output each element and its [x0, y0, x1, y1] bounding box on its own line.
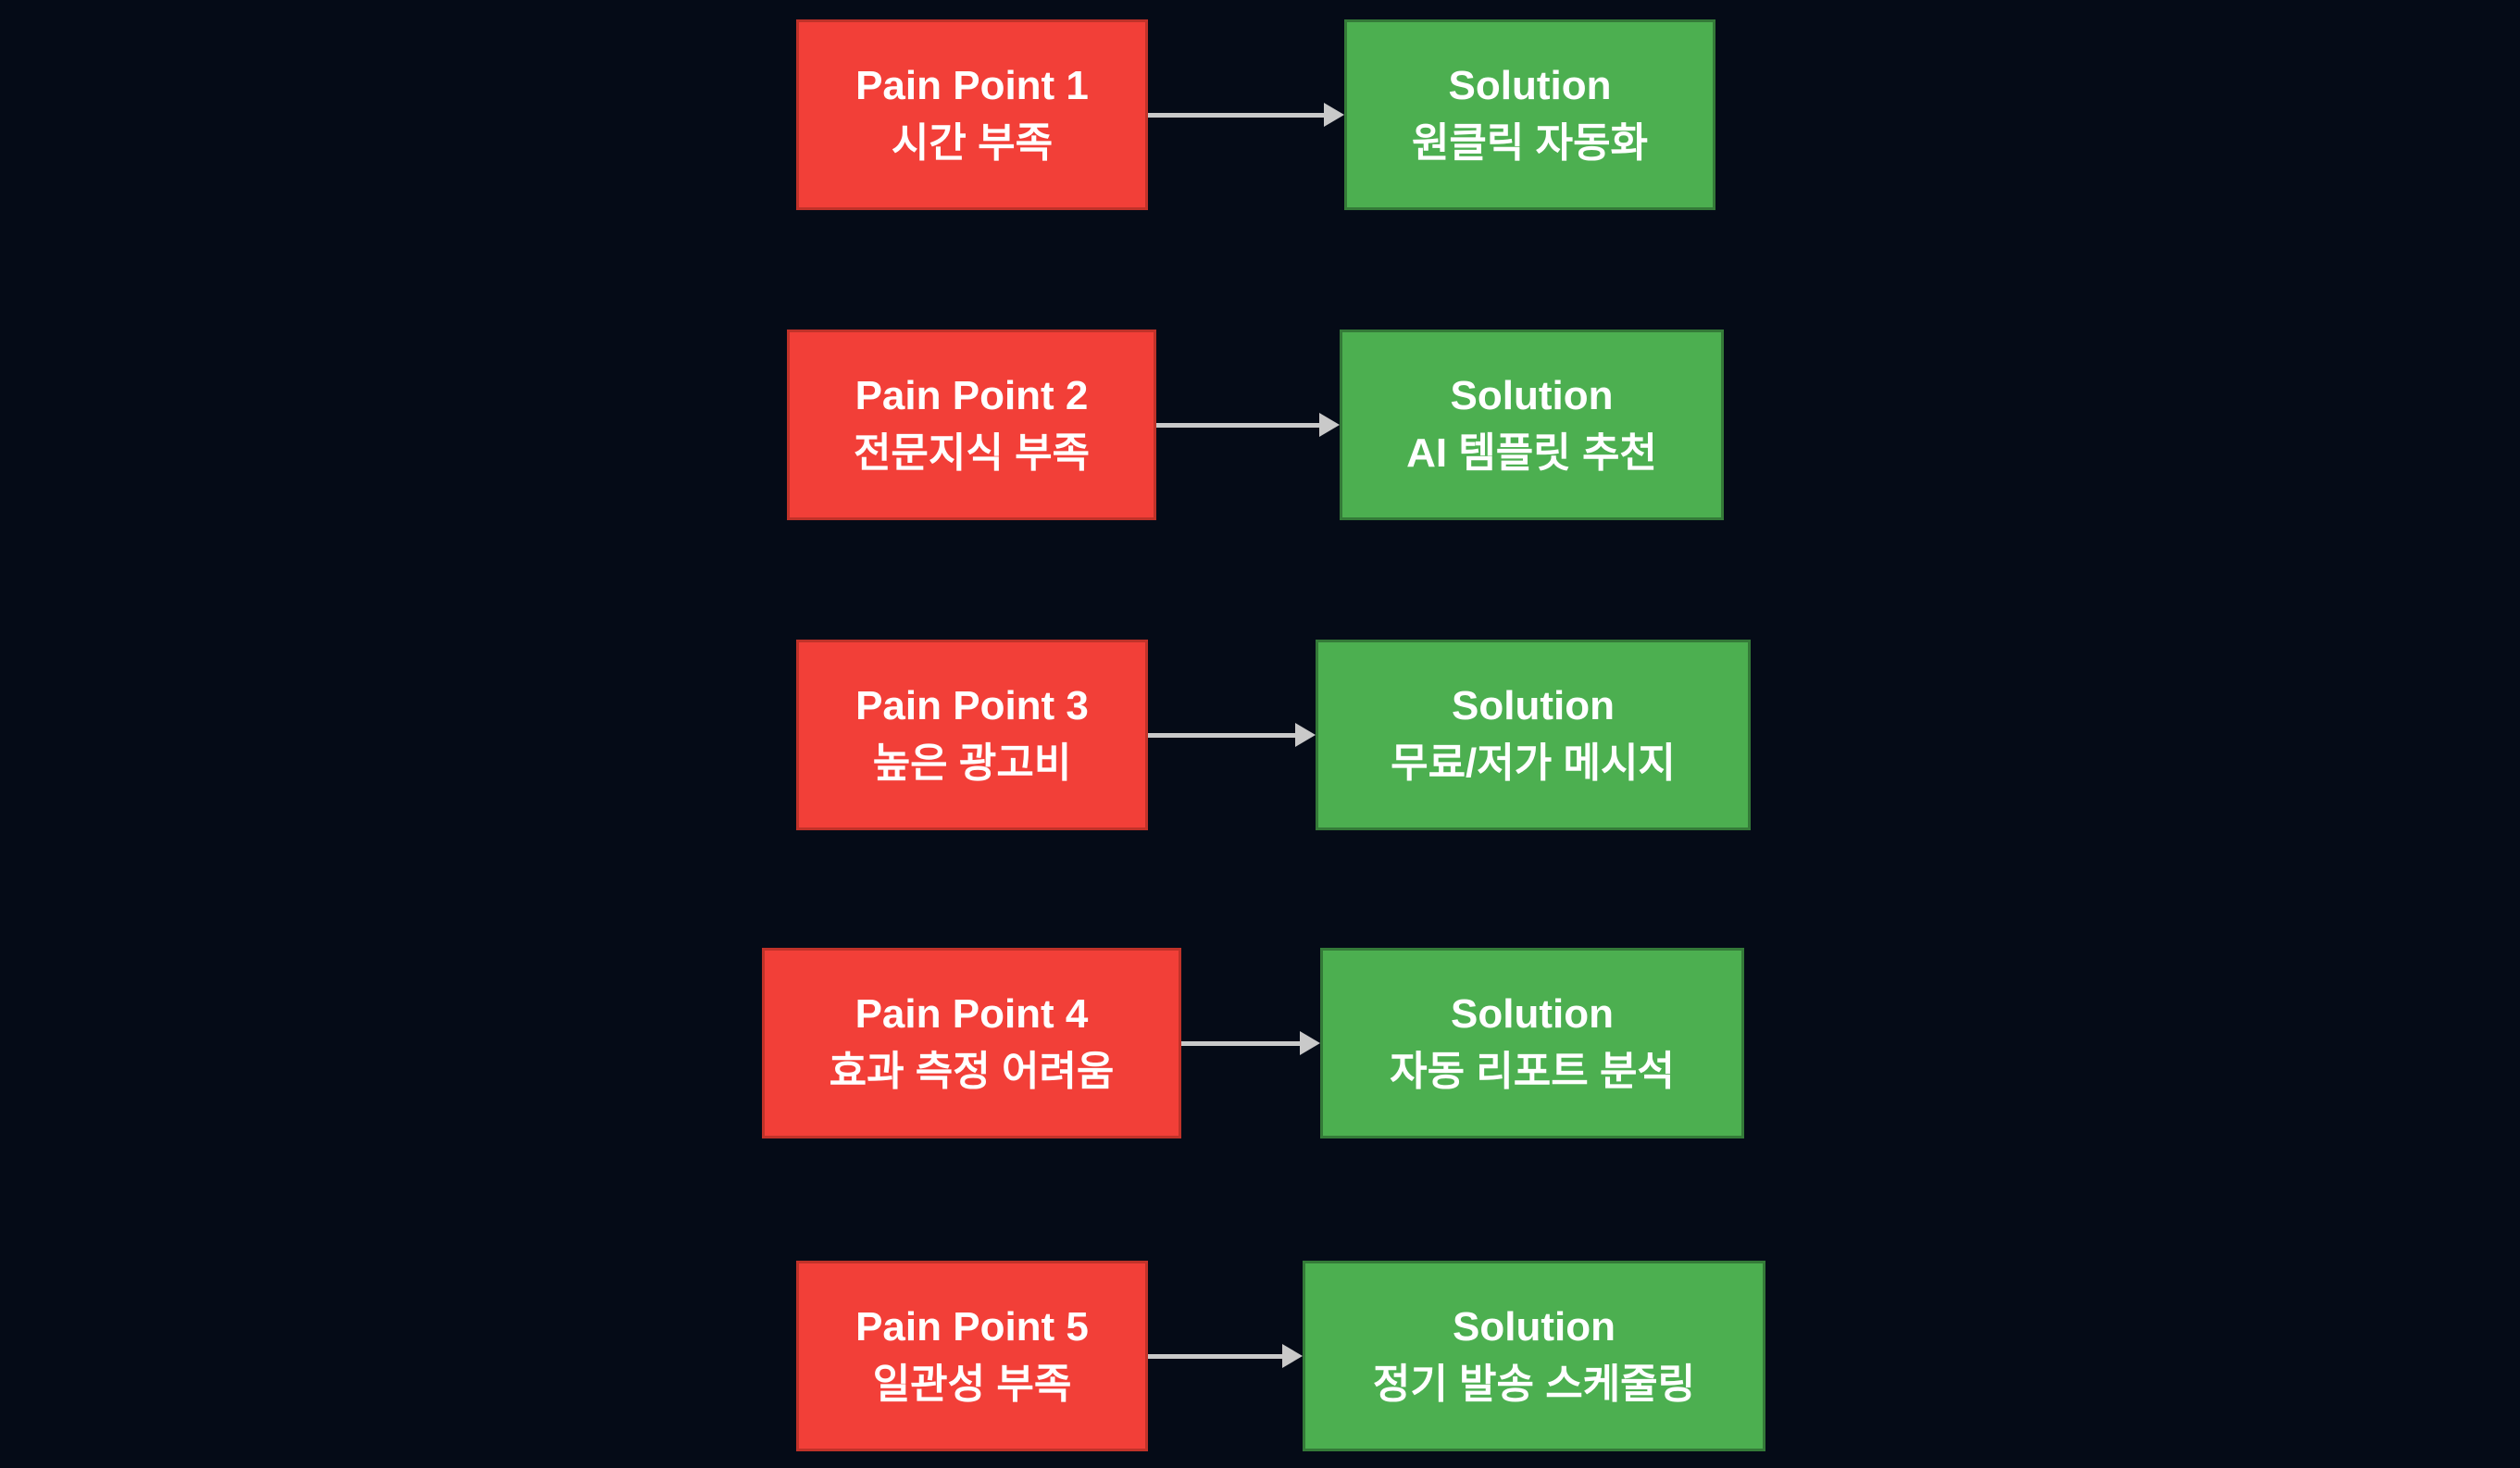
solution-subtitle: 무료/저가 메시지	[1391, 740, 1676, 786]
pain-point-box-1: Pain Point 1 시간 부족	[796, 19, 1148, 210]
pain-point-title: Pain Point 5	[855, 1304, 1089, 1350]
pain-point-subtitle: 시간 부족	[891, 120, 1054, 166]
solution-title: Solution	[1453, 1304, 1616, 1350]
solution-box-1: Solution 원클릭 자동화	[1344, 19, 1715, 210]
pain-point-box-2: Pain Point 2 전문지식 부족	[787, 330, 1156, 520]
solution-box-3: Solution 무료/저가 메시지	[1316, 640, 1751, 830]
arrow-head	[1282, 1344, 1303, 1368]
arrow-shaft	[1148, 733, 1299, 738]
pain-point-subtitle: 전문지식 부족	[853, 430, 1091, 476]
arrow-shaft	[1156, 423, 1323, 428]
pain-point-box-5: Pain Point 5 일관성 부족	[796, 1261, 1148, 1451]
solution-box-2: Solution AI 템플릿 추천	[1340, 330, 1724, 520]
arrow-shaft	[1181, 1041, 1304, 1046]
solution-box-5: Solution 정기 발송 스케줄링	[1303, 1261, 1765, 1451]
solution-subtitle: 정기 발송 스케줄링	[1372, 1362, 1696, 1407]
pain-point-title: Pain Point 1	[855, 63, 1089, 108]
pain-point-subtitle: 일관성 부족	[872, 1362, 1072, 1407]
arrow-shaft	[1148, 1354, 1286, 1359]
arrow-head	[1295, 723, 1316, 747]
arrow-shaft	[1148, 113, 1328, 118]
arrow-head	[1319, 413, 1340, 437]
pain-point-box-4: Pain Point 4 효과 측정 어려움	[762, 948, 1181, 1138]
solution-subtitle: AI 템플릿 추천	[1406, 430, 1657, 476]
solution-box-4: Solution 자동 리포트 분석	[1320, 948, 1744, 1138]
solution-title: Solution	[1451, 991, 1614, 1037]
solution-subtitle: 자동 리포트 분석	[1390, 1049, 1675, 1094]
pain-point-box-3: Pain Point 3 높은 광고비	[796, 640, 1148, 830]
solution-title: Solution	[1450, 373, 1614, 418]
pain-point-title: Pain Point 3	[855, 683, 1089, 728]
solution-subtitle: 원클릭 자동화	[1411, 120, 1649, 166]
pain-point-title: Pain Point 4	[855, 991, 1089, 1037]
solution-title: Solution	[1452, 683, 1615, 728]
pain-point-title: Pain Point 2	[855, 373, 1089, 418]
pain-point-subtitle: 효과 측정 어려움	[829, 1049, 1115, 1094]
arrow-head	[1324, 103, 1344, 127]
solution-title: Solution	[1448, 63, 1612, 108]
arrow-head	[1300, 1031, 1320, 1055]
pain-point-subtitle: 높은 광고비	[872, 740, 1072, 786]
